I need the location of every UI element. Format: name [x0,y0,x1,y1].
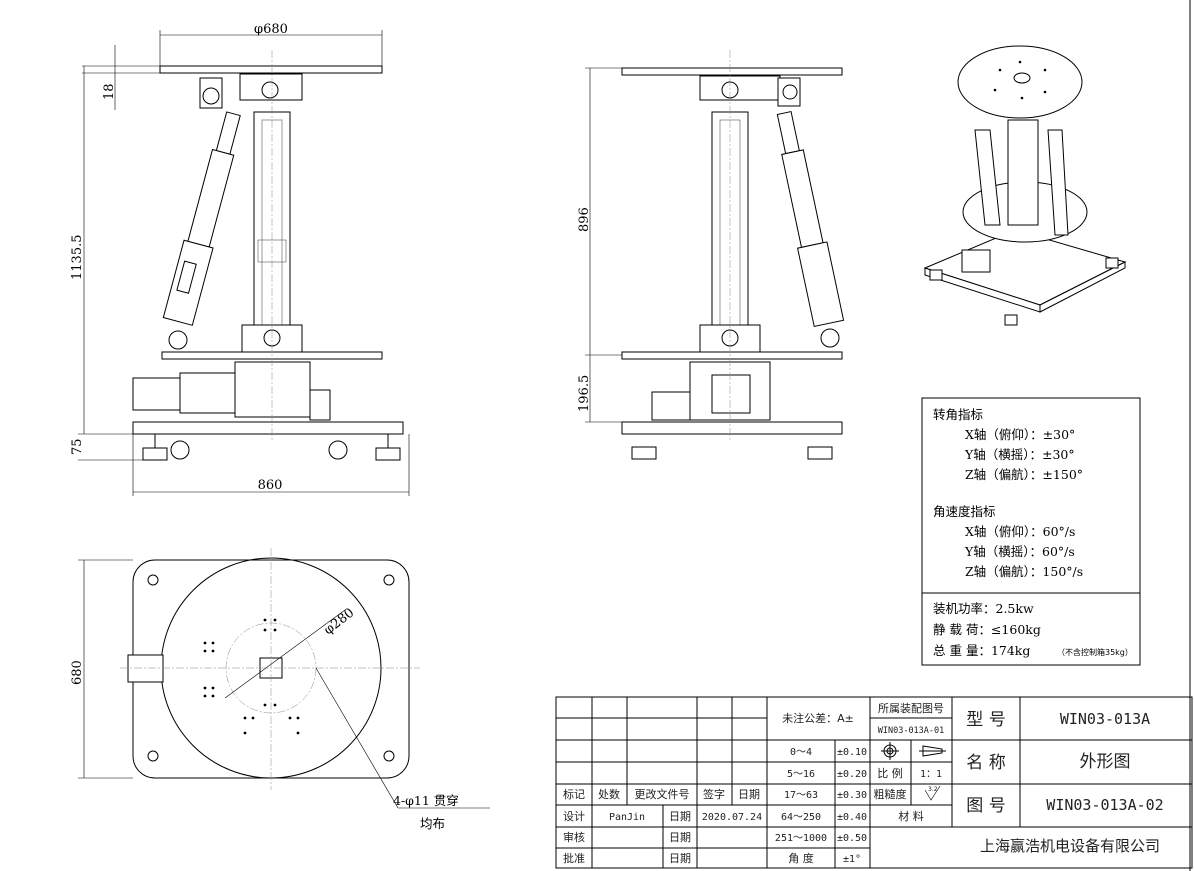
review-date-label: 日期 [669,831,691,844]
base-plate [132,421,404,435]
dim-lower-height: 196.5 [577,375,592,412]
front-view: φ680 18 1135.5 75 860 [70,22,410,496]
tol-value: ±1° [843,854,861,865]
drawing-number: WIN03-013A-02 [1046,796,1163,814]
rotation-x: X轴（俯仰）：±30° [965,427,1075,442]
model-value: WIN03-013A [1060,710,1150,728]
top-plate [159,65,383,74]
isometric-view [923,45,1127,326]
velocity-x: X轴（俯仰）：60°/s [965,524,1075,539]
scale-label: 比 例 [877,766,903,780]
approve-label: 批准 [563,851,585,865]
rotation-z: Z轴（偏航）：±150° [965,467,1083,482]
material-label: 材 料 [898,809,924,823]
projection-symbol-icon [881,742,946,760]
side-view: 896 196.5 [577,50,845,460]
dim-stroke-height: 896 [577,207,592,232]
rev-header-date: 日期 [738,788,760,801]
tol-value: ±0.50 [837,833,867,844]
weight-note: （不含控制箱35kg） [1057,647,1133,657]
assembly-number: WIN03-013A-01 [878,726,945,736]
roughness-label: 粗糙度 [874,787,907,801]
power: 装机功率：2.5kw [933,601,1034,616]
rotation-title: 转角指标 [933,407,983,422]
hole-note-2: 均布 [420,816,445,831]
model-label: 型 号 [966,710,1005,730]
rev-header-mark: 标记 [563,787,585,801]
review-label: 审核 [563,830,585,844]
dim-width: 680 [70,660,85,685]
dim-top-diameter: φ680 [254,22,288,37]
hole-note: 4-φ11 贯穿 [393,793,459,808]
dim-total-height: 1135.5 [70,235,85,281]
tolerance-label: 未注公差：A± [782,711,854,725]
drawing-label: 图 号 [966,796,1005,816]
scale-value: 1：1 [920,769,942,780]
date-label: 日期 [669,810,691,823]
rev-header-count: 处数 [598,788,620,801]
tol-range: 0～4 [790,747,812,758]
title-block: 标记 处数 更改文件号 签字 日期 设计 PanJin 日期 2020.07.2… [555,696,1193,869]
roughness-symbol-icon: 3.2 [924,785,941,801]
tol-range: 251～1000 [775,833,827,844]
bolt-holes [203,618,300,735]
tol-range: 5～16 [787,769,815,780]
rev-header-sign: 签字 [703,787,725,801]
designer: PanJin [609,812,645,823]
tolerance-table: 0～4 ±0.10 5～16 ±0.20 17～63 ±0.30 64～250 … [775,747,867,865]
name-value: 外形图 [1080,752,1131,772]
assembly-label: 所属装配图号 [878,702,944,715]
tol-range: 17～63 [784,790,818,801]
design-date: 2020.07.24 [702,812,762,823]
tol-value: ±0.20 [837,769,867,780]
approve-date-label: 日期 [669,852,691,865]
static-load: 静 载 荷：≤160kg [933,622,1041,637]
velocity-y: Y轴（横摇）：60°/s [964,544,1075,559]
total-weight: 总 重 量：174kg [933,643,1030,658]
tol-value: ±0.10 [837,747,867,758]
tol-value: ±0.40 [837,812,867,823]
top-view: φ280 680 4-φ11 贯穿 均布 [70,548,490,831]
dim-plate-thickness: 18 [102,83,117,100]
velocity-z: Z轴（偏航）：150°/s [965,564,1083,579]
company-name: 上海赢浩机电设备有限公司 [980,837,1160,855]
dim-base-width: 860 [258,478,283,493]
tol-range: 角 度 [788,851,814,865]
name-label: 名 称 [966,753,1005,773]
rev-header-doc: 更改文件号 [635,787,690,801]
tol-value: ±0.30 [837,790,867,801]
velocity-title: 角速度指标 [933,504,996,519]
roughness-value: 3.2 [928,786,938,793]
rotation-y: Y轴（横摇）：±30° [964,447,1075,462]
dim-base-height: 75 [70,438,85,455]
spec-box: 转角指标 X轴（俯仰）：±30° Y轴（横摇）：±30° Z轴（偏航）：±150… [921,397,1141,666]
tol-range: 64～250 [781,812,821,823]
design-label: 设计 [563,810,585,823]
